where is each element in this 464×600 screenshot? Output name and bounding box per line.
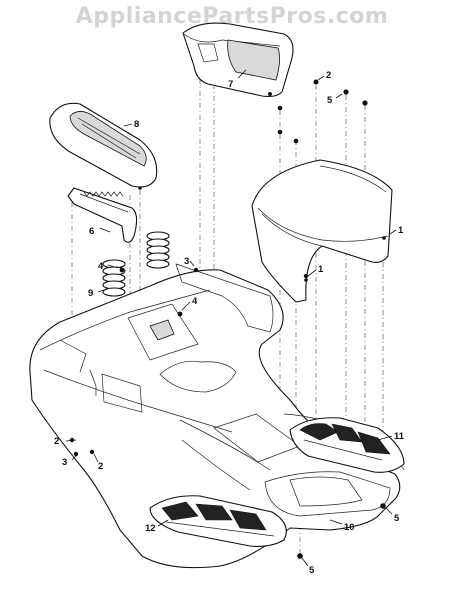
callout-5: 5 xyxy=(327,95,333,106)
callout-4: 4 xyxy=(192,296,198,307)
part-1-dash-panel xyxy=(251,159,393,303)
callout-2: 2 xyxy=(326,70,331,81)
callout-9: 9 xyxy=(88,288,93,299)
callout-1: 1 xyxy=(318,264,324,275)
callout-11: 11 xyxy=(394,431,405,442)
callout-7: 7 xyxy=(228,79,233,90)
part-6-seat-bracket xyxy=(67,187,138,243)
part-8-seat-pan-cover xyxy=(49,102,158,190)
callout-labels: 1 1 2 2 2 3 3 4 4 5 5 5 6 7 8 9 10 11 12 xyxy=(54,70,405,576)
callout-6: 6 xyxy=(89,226,94,237)
callout-10: 10 xyxy=(344,522,355,533)
callout-1: 1 xyxy=(398,225,404,236)
callout-2: 2 xyxy=(98,461,103,472)
callout-3: 3 xyxy=(184,256,189,267)
callout-3: 3 xyxy=(62,457,67,468)
callout-5: 5 xyxy=(394,513,400,524)
callout-5: 5 xyxy=(309,565,315,576)
hardware-fasteners xyxy=(69,79,386,559)
part-12-step-mat xyxy=(149,495,287,547)
part-11-floor-mat xyxy=(289,417,405,473)
callout-2: 2 xyxy=(54,436,59,447)
callout-4: 4 xyxy=(98,261,104,272)
part-9-seat-springs xyxy=(102,231,170,297)
callout-8: 8 xyxy=(134,119,139,130)
callout-12: 12 xyxy=(145,523,156,534)
callout-leader-lines xyxy=(65,69,397,567)
part-7-console-cover xyxy=(182,22,294,98)
main-body-pan xyxy=(29,263,405,569)
